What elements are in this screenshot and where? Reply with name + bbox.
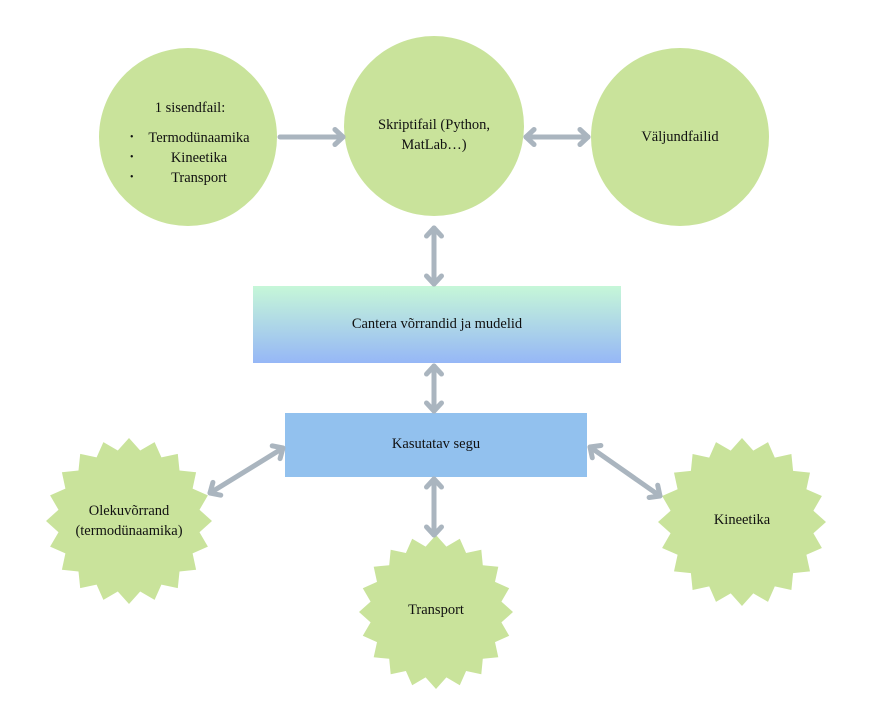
transport-text: Transport [356, 600, 516, 620]
arrow-script-output [523, 127, 591, 147]
transport-label: Transport [408, 602, 464, 618]
mixture-box [285, 413, 587, 477]
arrow-script-cantera [424, 225, 444, 287]
arrowhead-end-icon [424, 524, 444, 538]
output-files-node [591, 48, 769, 226]
kinetics-star-node [658, 438, 826, 606]
bullet-icon: • [130, 172, 134, 183]
arrow-mixture-kinetics [587, 442, 663, 501]
cantera-label-wrap: Cantera võrrandid ja mudelid [253, 286, 621, 363]
list-item: •Termodünaamika [130, 130, 250, 146]
transport-star-node [359, 535, 513, 689]
input-file-text: 1 sisendfail: •Termodünaamika •Kineetika… [110, 98, 270, 188]
arrowhead-start-icon [269, 443, 286, 462]
cantera-label: Cantera võrrandid ja mudelid [351, 316, 523, 332]
eos-star-node [46, 438, 212, 604]
list-item: •Kineetika [130, 150, 228, 166]
kinetics-label: Kineetika [713, 512, 771, 528]
script-file-node [344, 36, 524, 216]
bullet-icon: • [130, 152, 134, 163]
mixture-label: Kasutatav segu [391, 435, 481, 452]
arrowhead-start-icon [424, 225, 444, 239]
script-file-text: Skriptifail (Python, MatLab…) [344, 115, 524, 155]
input-file-node [99, 48, 277, 226]
arrow-input-to-script [277, 127, 346, 147]
arrowhead-end-icon [332, 127, 346, 147]
arrow-cantera-mixture [424, 363, 444, 414]
arrow-mixture-eos [207, 443, 286, 498]
cantera-box [253, 286, 621, 363]
input-file-list: •Termodünaamika •Kineetika •Transport [110, 128, 270, 188]
arrow-shaft [587, 444, 663, 499]
output-files-text: Väljundfailid [600, 127, 760, 147]
input-file-title: 1 sisendfail: [154, 100, 226, 116]
list-item: •Transport [130, 170, 227, 186]
arrow-shaft [207, 445, 286, 496]
arrowhead-start-icon [424, 363, 444, 377]
arrowhead-start-icon [587, 442, 604, 461]
eos-label-line2: (termodünaamika) [75, 523, 183, 539]
bullet-icon: • [130, 132, 134, 143]
output-files-label: Väljundfailid [641, 129, 719, 145]
arrows-layer [207, 127, 663, 538]
eos-label-line1: Olekuvõrrand [88, 503, 170, 519]
arrowhead-end-icon [646, 482, 663, 501]
eos-text: Olekuvõrrand (termodünaamika) [49, 501, 209, 541]
arrow-mixture-transport [424, 476, 444, 538]
script-file-label-line2: MatLab…) [401, 137, 467, 153]
mixture-label-wrap: Kasutatav segu [285, 413, 587, 475]
kinetics-text: Kineetika [662, 510, 822, 530]
arrowhead-end-icon [577, 127, 591, 147]
script-file-label-line1: Skriptifail (Python, [378, 117, 490, 133]
arrowhead-end-icon [207, 479, 224, 498]
arrowhead-start-icon [523, 127, 537, 147]
arrowhead-start-icon [424, 476, 444, 490]
arrowhead-end-icon [424, 273, 444, 287]
arrowhead-end-icon [424, 400, 444, 414]
